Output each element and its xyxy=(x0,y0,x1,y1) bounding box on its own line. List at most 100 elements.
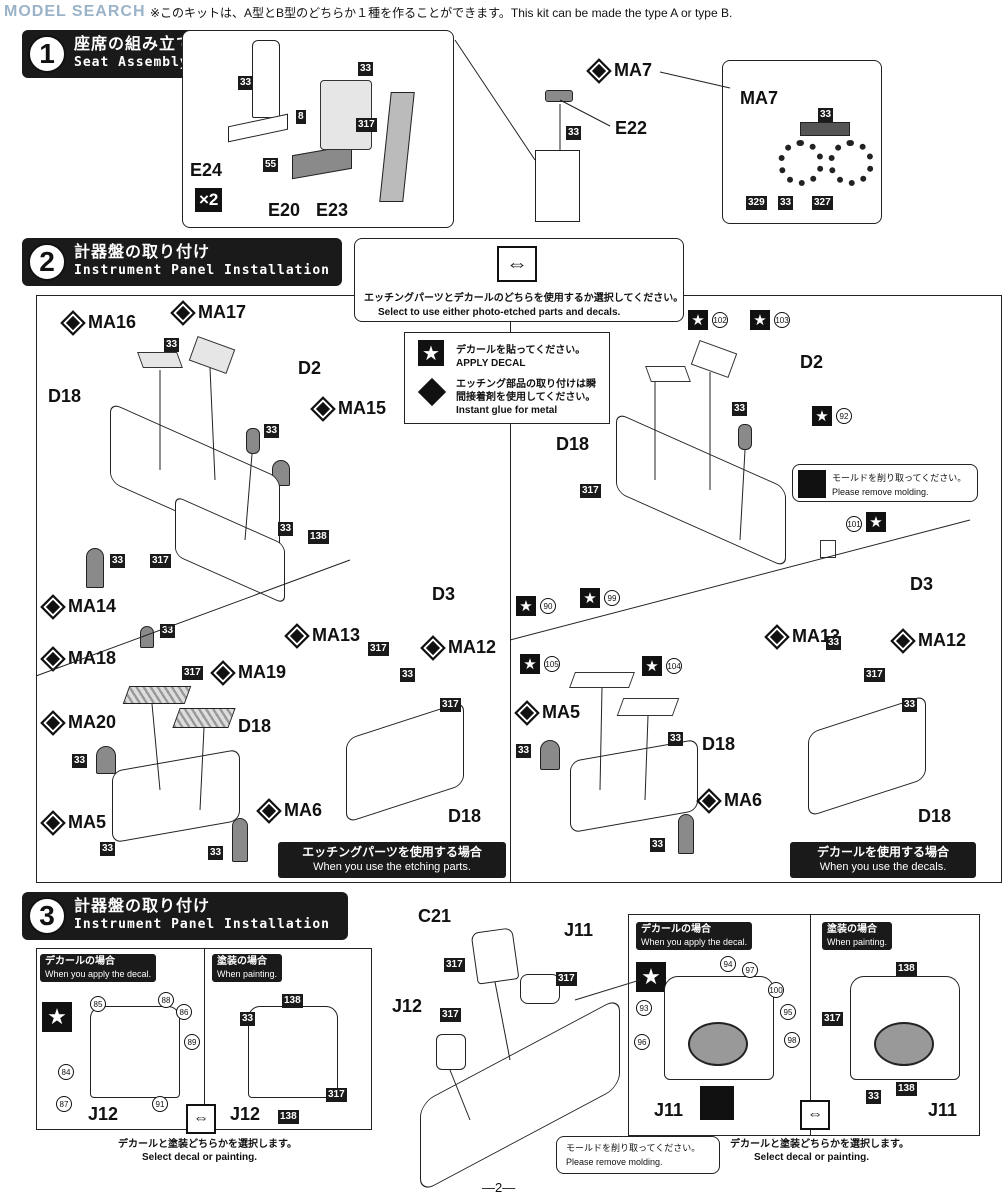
decal-num: 93 xyxy=(636,1000,652,1016)
part-MA19: MA19 xyxy=(214,662,286,683)
decal-star: ★ xyxy=(516,596,536,616)
color-chip: 138 xyxy=(308,530,329,544)
E22-part xyxy=(545,90,573,102)
step1-number: 1 xyxy=(28,35,66,73)
part-MA18: MA18 xyxy=(44,648,116,669)
MA5-right-part xyxy=(540,740,560,770)
part-MA17: MA17 xyxy=(174,302,246,323)
color-chip: 33 xyxy=(650,838,666,852)
MA6-right-part xyxy=(678,814,694,854)
part-E24: E24 xyxy=(190,160,223,180)
decal-tag-right: デカールの場合 When you apply the decal. xyxy=(636,922,753,950)
color-chip: 33 xyxy=(160,624,176,638)
color-chip: 33 xyxy=(110,554,126,568)
part-D2: D2 xyxy=(298,358,322,378)
part-MA14: MA14 xyxy=(44,596,116,617)
step2-header: 2 計器盤の取り付け Instrument Panel Installation xyxy=(22,238,342,286)
instrument-panel-J12-decal xyxy=(90,1006,180,1098)
part-E20: E20 xyxy=(268,200,301,220)
decal-num: 94 xyxy=(720,956,736,972)
select-en-left: Select decal or painting. xyxy=(142,1152,258,1163)
select-en-right: Select decal or painting. xyxy=(754,1152,870,1163)
color-chip: 33 xyxy=(208,846,224,860)
legend-glue-en: Instant glue for metal xyxy=(456,405,558,416)
decal-star: ★ xyxy=(636,962,666,992)
color-chip: 317 xyxy=(440,698,461,712)
decal-num: 105 xyxy=(544,656,560,672)
decal-num: 104 xyxy=(666,658,682,674)
decal-num: 89 xyxy=(184,1034,200,1050)
decal-num: 88 xyxy=(158,992,174,1008)
header-note: ※このキットは、A型とB型のどちらか１種を作ることができます。This kit … xyxy=(150,6,733,20)
part-MA7: MA7 xyxy=(740,88,779,108)
color-chip: 33 xyxy=(238,76,254,90)
color-chip: 317 xyxy=(444,958,465,972)
color-chip: 33 xyxy=(902,698,918,712)
color-chip: 33 xyxy=(100,842,116,856)
part-J12-center: J12 xyxy=(392,996,423,1016)
MA7-ring-left xyxy=(778,140,824,186)
step2-title-jp: 計器盤の取り付け xyxy=(74,244,211,261)
color-chip: 317 xyxy=(556,972,577,986)
step3-left-divider xyxy=(204,948,205,1130)
decal-num: 91 xyxy=(152,1096,168,1112)
part-MA20: MA20 xyxy=(44,712,116,733)
select-jp-left: デカールと塗装どちらかを選択します。 xyxy=(118,1139,297,1150)
color-chip: 317 xyxy=(368,642,389,656)
part-D3: D3 xyxy=(432,584,456,604)
MA20-part xyxy=(96,746,116,774)
D2-right-part xyxy=(738,424,752,450)
color-chip: 33 xyxy=(72,754,88,768)
J11-dial-paint xyxy=(874,1022,934,1066)
step3-title-jp: 計器盤の取り付け xyxy=(74,898,211,915)
watermark: MODEL SEARCH xyxy=(4,3,146,20)
step1-title-jp: 座席の組み立て xyxy=(74,36,194,53)
J11-part xyxy=(520,974,560,1004)
select-jp-right: デカールと塗装どちらかを選択します。 xyxy=(730,1139,909,1150)
decal-star: ★ xyxy=(866,512,886,532)
color-chip: 317 xyxy=(356,118,377,132)
star-icon: ★ xyxy=(418,340,444,366)
color-chip: 317 xyxy=(580,484,601,498)
part-MA5: MA5 xyxy=(44,812,106,833)
decal-star: ★ xyxy=(580,588,600,608)
color-chip: 138 xyxy=(278,1110,299,1124)
decal-num: 85 xyxy=(90,996,106,1012)
part-MA12-right: MA12 xyxy=(894,630,966,651)
MA14-part xyxy=(86,548,104,588)
step1-title-en: Seat Assembly xyxy=(74,55,189,70)
decal-num: 101 xyxy=(846,516,862,532)
part-D18-right2: D18 xyxy=(702,734,736,754)
color-chip: 317 xyxy=(326,1088,347,1102)
color-chip: 33 xyxy=(400,668,416,682)
part-MA12: MA12 xyxy=(424,637,496,658)
step2-divider xyxy=(510,295,511,883)
decal-num: 99 xyxy=(604,590,620,606)
part-MA16: MA16 xyxy=(64,312,136,333)
J11-dial-decal xyxy=(688,1022,748,1066)
color-chip: 317 xyxy=(864,668,885,682)
mold-en-bottom: Please remove molding. xyxy=(566,1157,663,1167)
mold-en: Please remove molding. xyxy=(832,487,929,497)
J12-part xyxy=(436,1034,466,1070)
decal-star: ★ xyxy=(520,654,540,674)
color-chip: 317 xyxy=(440,1008,461,1022)
color-chip: 33 xyxy=(240,1012,256,1026)
select-en: Select to use either photo-etched parts … xyxy=(378,307,621,318)
mold-jp: モールドを削り取ってください。 xyxy=(832,473,967,483)
part-J11-paint: J11 xyxy=(928,1100,958,1120)
select-arrow-icon: ⇔ xyxy=(800,1100,830,1130)
etch-caption: エッチングパーツを使用する場合 When you use the etching… xyxy=(278,842,506,878)
part-MA13: MA13 xyxy=(288,625,360,646)
step3-right-divider xyxy=(810,914,811,1136)
MA7-strap xyxy=(800,122,850,136)
decal-num: 87 xyxy=(56,1096,72,1112)
part-D3-right: D3 xyxy=(910,574,934,594)
mold-icon xyxy=(798,470,826,498)
color-chip: 33 xyxy=(668,732,684,746)
decal-num: 98 xyxy=(784,1032,800,1048)
seat-back-cushion xyxy=(320,80,372,150)
decal-star: ★ xyxy=(642,656,662,676)
part-MA6-right: MA6 xyxy=(700,790,762,811)
color-chip: 33 xyxy=(516,744,532,758)
